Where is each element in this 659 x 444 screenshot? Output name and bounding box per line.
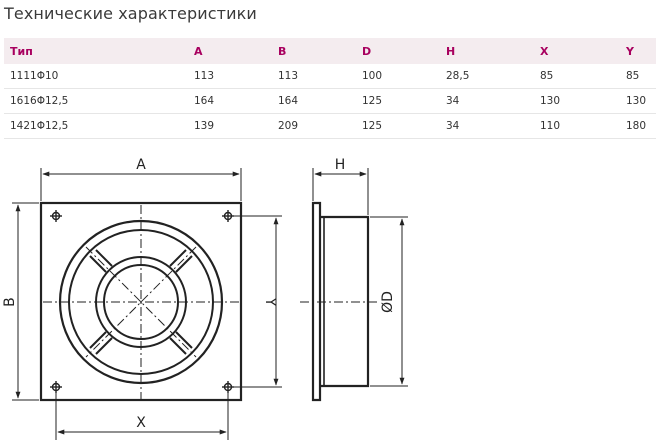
table-row: 1421Φ12,5 139 209 125 34 110 180 <box>4 113 656 139</box>
table-cell: 130 <box>620 88 656 114</box>
label-b: B <box>2 297 18 307</box>
label-y: Y <box>262 297 278 307</box>
col-header-b: B <box>272 38 356 64</box>
side-view <box>300 168 408 402</box>
label-d: ØD <box>380 291 396 313</box>
side-flange <box>311 201 322 402</box>
table-cell: 1111Φ10 <box>4 64 188 89</box>
extension-lines <box>12 168 282 440</box>
table-cell: 125 <box>356 88 440 114</box>
col-header-d: D <box>356 38 440 64</box>
col-header-h: H <box>440 38 534 64</box>
table-cell: 113 <box>272 64 356 89</box>
technical-drawing: A B Y X H ØD <box>2 157 408 440</box>
table-cell: 164 <box>188 88 272 114</box>
table-cell: 209 <box>272 113 356 139</box>
spokes <box>89 249 193 355</box>
table-cell: 110 <box>534 113 620 139</box>
side-sleeve <box>320 215 370 388</box>
table-cell: 34 <box>440 113 534 139</box>
table-header-row: Тип A B D H X Y <box>4 38 656 64</box>
page-title: Технические характеристики <box>4 4 257 23</box>
table-row: 1111Φ10 113 113 100 28,5 85 85 <box>4 64 656 89</box>
table-row: 1616Φ12,5 164 164 125 34 130 130 <box>4 88 656 114</box>
table-cell: 125 <box>356 113 440 139</box>
grille-frame <box>39 201 243 402</box>
table-cell: 180 <box>620 113 656 139</box>
table-cell: 130 <box>534 88 620 114</box>
table-cell: 28,5 <box>440 64 534 89</box>
col-header-type: Тип <box>4 38 188 64</box>
label-x: X <box>136 415 146 431</box>
table-cell: 85 <box>620 64 656 89</box>
table-cell: 1616Φ12,5 <box>4 88 188 114</box>
table-cell: 164 <box>272 88 356 114</box>
screw-holes <box>50 210 234 393</box>
table-cell: 1421Φ12,5 <box>4 113 188 139</box>
col-header-a: A <box>188 38 272 64</box>
table-cell: 139 <box>188 113 272 139</box>
table-cell: 85 <box>534 64 620 89</box>
table-cell: 100 <box>356 64 440 89</box>
centerlines <box>43 205 239 399</box>
dimension-lines <box>15 171 279 435</box>
spec-table: Тип A B D H X Y 1111Φ10 113 113 100 28,5… <box>4 38 656 139</box>
table-cell: 113 <box>188 64 272 89</box>
col-header-y: Y <box>620 38 656 64</box>
front-view <box>12 168 282 440</box>
label-a: A <box>136 157 146 173</box>
label-h: H <box>335 157 346 173</box>
col-header-x: X <box>534 38 620 64</box>
table-cell: 34 <box>440 88 534 114</box>
